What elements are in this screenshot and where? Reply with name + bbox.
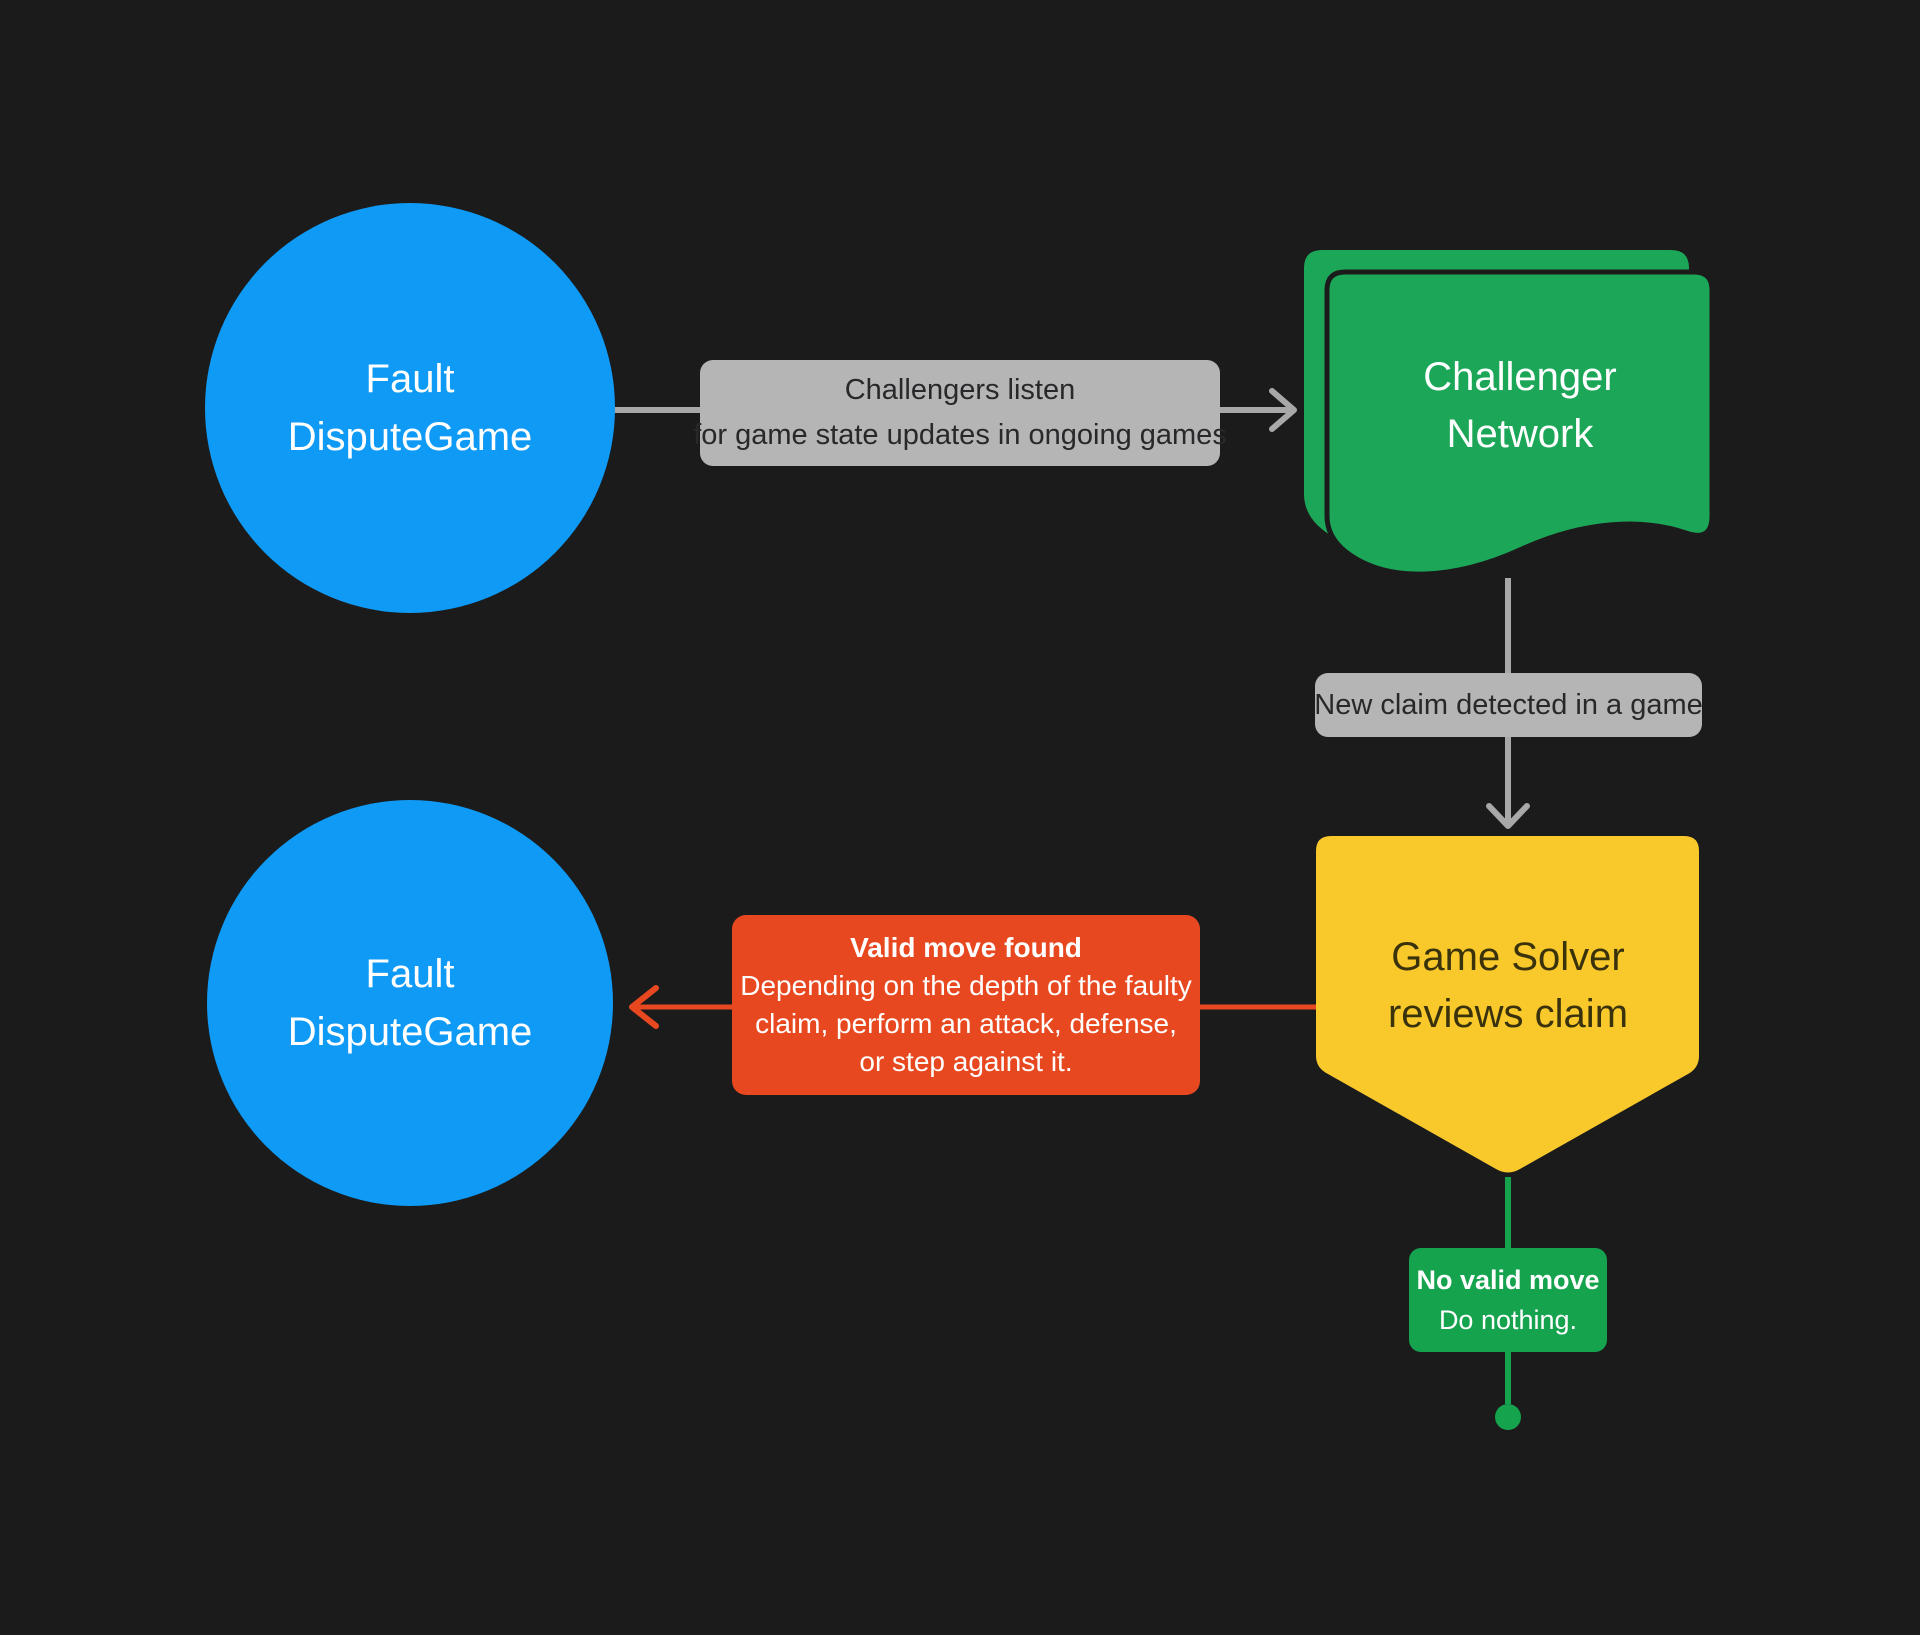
node-label-line: Challenger [1423,355,1617,399]
edge-label-new-claim: New claim detected in a game [1314,673,1703,737]
callout-body-line: or step against it. [859,1046,1073,1077]
callout-body-line: Do nothing. [1438,1305,1578,1335]
edge-label-line: for game state updates in ongoing games [693,419,1227,451]
node-label-line: Fault [365,357,455,401]
callout-body-line: claim, perform an attack, defense, [755,1008,1177,1039]
callout-title: Valid move found [850,932,1082,963]
arrow-down-icon [1486,803,1530,829]
edge-label-line: New claim detected in a game [1314,688,1703,721]
callout-no-valid-move: No valid move Do nothing. [1409,1248,1607,1352]
edge-label-challengers-listen: Challengers listen for game state update… [693,360,1227,466]
challenger-network-label: Challenger Network [1327,349,1713,463]
callout-body-line: Depending on the depth of the faulty [740,970,1192,1001]
node-fault-dispute-game-bottom: Fault DisputeGame [207,800,613,1206]
terminator-dot [1495,1404,1521,1430]
node-label-line: DisputeGame [287,415,533,459]
node-label-line: Game Solver [1391,935,1625,979]
callout-title: No valid move [1416,1265,1600,1295]
node-label-line: DisputeGame [287,1010,533,1054]
arrow-right-icon [1269,388,1297,432]
game-solver-shape [1316,836,1699,1173]
arrow-left-red-icon [629,985,659,1029]
game-solver-label: Game Solver reviews claim [1316,929,1700,1043]
node-fault-dispute-game-top: Fault DisputeGame [205,203,615,613]
node-label-line: reviews claim [1387,992,1629,1036]
node-label-line: Network [1446,412,1594,456]
node-label-line: Fault [365,952,455,996]
callout-valid-move-found: Valid move found Depending on the depth … [732,915,1200,1095]
edge-label-line: Challengers listen [844,374,1076,406]
challenger-network-shape [1324,269,1715,577]
